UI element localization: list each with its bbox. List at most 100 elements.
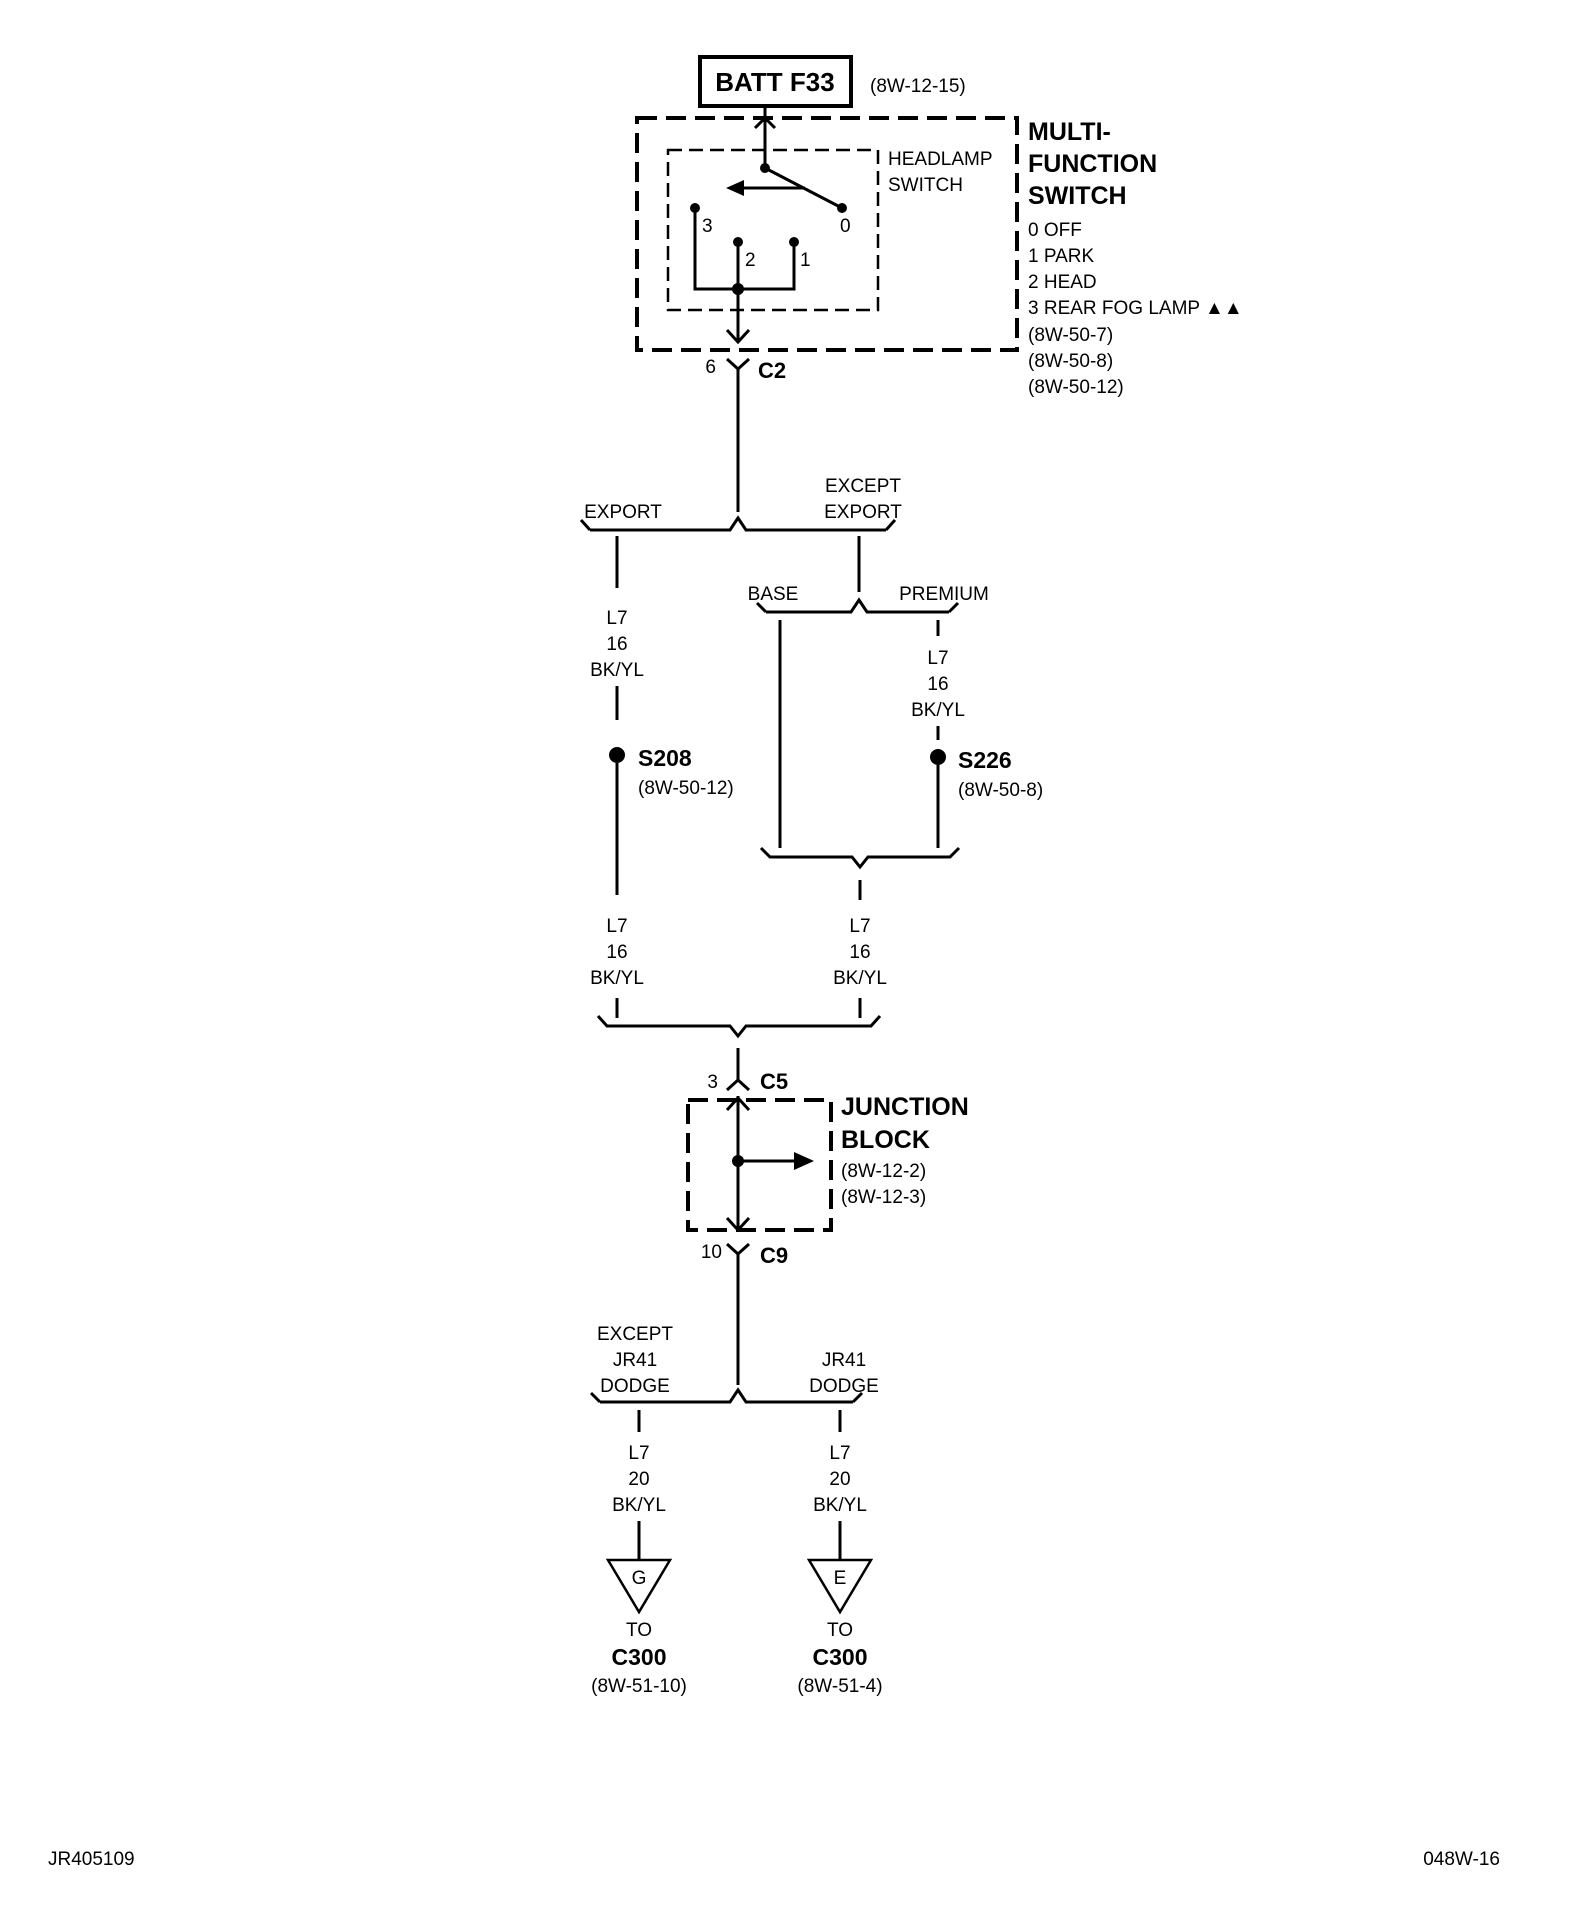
svg-text:EXCEPT: EXCEPT bbox=[597, 1324, 673, 1345]
svg-text:3: 3 bbox=[707, 1072, 718, 1093]
wire-e-label: L7 20 BK/YL bbox=[813, 1443, 867, 1516]
battery-fuse-label: BATT F33 bbox=[715, 67, 834, 97]
svg-text:BK/YL: BK/YL bbox=[612, 1495, 666, 1516]
junction-block-internals bbox=[725, 1095, 814, 1233]
svg-text:2: 2 bbox=[745, 250, 756, 271]
svg-text:JR41: JR41 bbox=[613, 1350, 657, 1371]
svg-text:BK/YL: BK/YL bbox=[833, 968, 887, 989]
output-e: E TO C300 (8W-51-4) bbox=[797, 1558, 883, 1697]
svg-text:16: 16 bbox=[849, 942, 870, 963]
svg-text:3 REAR FOG LAMP ▲▲: 3 REAR FOG LAMP ▲▲ bbox=[1028, 298, 1243, 319]
merge-base-premium bbox=[759, 846, 961, 870]
switch-mechanism bbox=[690, 106, 847, 345]
svg-text:L7: L7 bbox=[849, 916, 870, 937]
svg-text:EXPORT: EXPORT bbox=[824, 502, 902, 523]
svg-text:0 OFF: 0 OFF bbox=[1028, 220, 1082, 241]
output-g: G TO C300 (8W-51-10) bbox=[591, 1558, 687, 1697]
splice-s226-label: S226 (8W-50-8) bbox=[958, 747, 1043, 801]
svg-text:SWITCH: SWITCH bbox=[888, 175, 963, 196]
svg-text:C2: C2 bbox=[758, 358, 786, 383]
svg-text:L7: L7 bbox=[927, 648, 948, 669]
multifunction-switch-box bbox=[635, 116, 1019, 352]
svg-text:16: 16 bbox=[606, 634, 627, 655]
svg-text:10: 10 bbox=[701, 1242, 722, 1263]
connector-c9: 10 C9 bbox=[701, 1242, 788, 1268]
svg-text:BK/YL: BK/YL bbox=[813, 1495, 867, 1516]
svg-text:(8W-12-2): (8W-12-2) bbox=[841, 1161, 926, 1182]
svg-text:(8W-50-7): (8W-50-7) bbox=[1028, 325, 1113, 346]
junction-block-label: JUNCTION BLOCK (8W-12-2) (8W-12-3) bbox=[841, 1093, 969, 1208]
svg-text:(8W-50-8): (8W-50-8) bbox=[958, 780, 1043, 801]
svg-text:(8W-51-10): (8W-51-10) bbox=[591, 1676, 687, 1697]
splice-s208-label: S208 (8W-50-12) bbox=[638, 745, 734, 799]
wire-export-label: L7 16 BK/YL bbox=[590, 608, 644, 681]
svg-text:6: 6 bbox=[705, 357, 716, 378]
split-top: EXPORT EXCEPT EXPORT bbox=[579, 476, 902, 532]
split-sub: BASE PREMIUM bbox=[748, 584, 989, 614]
svg-text:JUNCTION: JUNCTION bbox=[841, 1093, 969, 1121]
svg-text:DODGE: DODGE bbox=[600, 1376, 670, 1397]
battery-fuse-box bbox=[698, 55, 853, 108]
svg-text:(8W-51-4): (8W-51-4) bbox=[797, 1676, 882, 1697]
svg-text:TO: TO bbox=[827, 1620, 853, 1641]
footer-right-code: 048W-16 bbox=[1423, 1849, 1500, 1870]
svg-text:L7: L7 bbox=[628, 1443, 649, 1464]
svg-text:20: 20 bbox=[628, 1469, 649, 1490]
svg-text:S226: S226 bbox=[958, 747, 1012, 773]
svg-text:C9: C9 bbox=[760, 1243, 788, 1268]
svg-text:BK/YL: BK/YL bbox=[590, 968, 644, 989]
svg-text:PREMIUM: PREMIUM bbox=[899, 584, 989, 605]
svg-text:SWITCH: SWITCH bbox=[1028, 182, 1127, 210]
svg-text:FUNCTION: FUNCTION bbox=[1028, 150, 1157, 178]
connector-c2: 6 C2 bbox=[705, 357, 786, 383]
svg-text:DODGE: DODGE bbox=[809, 1376, 879, 1397]
svg-text:G: G bbox=[632, 1568, 647, 1589]
switch-positions: 0 OFF 1 PARK 2 HEAD 3 REAR FOG LAMP ▲▲ bbox=[1028, 220, 1243, 319]
svg-text:E: E bbox=[834, 1568, 847, 1589]
svg-text:TO: TO bbox=[626, 1620, 652, 1641]
battery-fuse-ref: (8W-12-15) bbox=[870, 76, 966, 97]
svg-text:(8W-50-8): (8W-50-8) bbox=[1028, 351, 1113, 372]
svg-text:EXCEPT: EXCEPT bbox=[825, 476, 901, 497]
svg-text:MULTI-: MULTI- bbox=[1028, 118, 1111, 146]
headlamp-switch-box bbox=[666, 148, 880, 312]
merge-lower bbox=[596, 1014, 882, 1039]
svg-text:(8W-50-12): (8W-50-12) bbox=[638, 778, 734, 799]
splice-s208-dot bbox=[609, 747, 625, 763]
svg-text:16: 16 bbox=[606, 942, 627, 963]
connector-c5: 3 C5 bbox=[707, 1069, 788, 1094]
svg-text:1: 1 bbox=[800, 250, 811, 271]
svg-text:2 HEAD: 2 HEAD bbox=[1028, 272, 1097, 293]
svg-text:JR41: JR41 bbox=[822, 1350, 866, 1371]
svg-text:(8W-50-12): (8W-50-12) bbox=[1028, 377, 1124, 398]
wire-premium-label: L7 16 BK/YL bbox=[911, 648, 965, 721]
svg-text:16: 16 bbox=[927, 674, 948, 695]
footer-left-code: JR405109 bbox=[48, 1849, 135, 1870]
svg-text:BASE: BASE bbox=[748, 584, 799, 605]
svg-text:C300: C300 bbox=[612, 1644, 667, 1670]
svg-text:C5: C5 bbox=[760, 1069, 788, 1094]
split-bottom: EXCEPT JR41 DODGE JR41 DODGE bbox=[589, 1324, 879, 1404]
svg-text:L7: L7 bbox=[829, 1443, 850, 1464]
svg-text:1 PARK: 1 PARK bbox=[1028, 246, 1095, 267]
svg-text:0: 0 bbox=[840, 216, 851, 237]
wire-except-lower-label: L7 16 BK/YL bbox=[833, 916, 887, 989]
switch-terminal-labels: 3 2 1 0 bbox=[702, 216, 851, 271]
svg-text:C300: C300 bbox=[813, 1644, 868, 1670]
svg-text:HEADLAMP: HEADLAMP bbox=[888, 149, 993, 170]
switch-refs: (8W-50-7) (8W-50-8) (8W-50-12) bbox=[1028, 325, 1124, 398]
svg-text:BK/YL: BK/YL bbox=[911, 700, 965, 721]
svg-text:L7: L7 bbox=[606, 916, 627, 937]
svg-text:(8W-12-3): (8W-12-3) bbox=[841, 1187, 926, 1208]
wire-g-label: L7 20 BK/YL bbox=[612, 1443, 666, 1516]
svg-text:BK/YL: BK/YL bbox=[590, 660, 644, 681]
svg-text:EXPORT: EXPORT bbox=[584, 502, 662, 523]
junction-block-box bbox=[686, 1098, 833, 1232]
svg-text:BLOCK: BLOCK bbox=[841, 1126, 930, 1154]
multifunction-switch-title: MULTI- FUNCTION SWITCH bbox=[1028, 118, 1157, 210]
splice-s226-dot bbox=[930, 749, 946, 765]
wire-export-lower-label: L7 16 BK/YL bbox=[590, 916, 644, 989]
svg-text:L7: L7 bbox=[606, 608, 627, 629]
headlamp-switch-label: HEADLAMP SWITCH bbox=[888, 149, 993, 196]
